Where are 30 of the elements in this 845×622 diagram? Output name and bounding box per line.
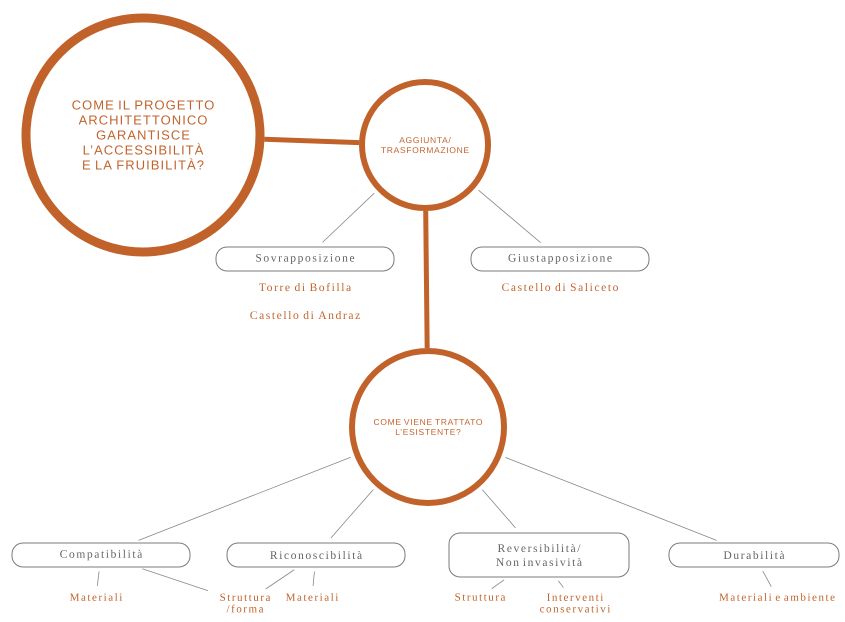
- connector-line: [478, 190, 542, 244]
- category-box: Sovrapposizione: [216, 246, 394, 272]
- connector-line: [482, 489, 516, 528]
- category-box: Reversibilità/ Non invasività: [448, 532, 630, 578]
- topic-text: Materiali e ambiente: [719, 593, 835, 601]
- topic-text: Struttura /forma: [220, 594, 270, 612]
- connector-line: [558, 580, 564, 588]
- connector-line: [330, 489, 374, 538]
- connector-line: [96, 571, 100, 586]
- category-box: Giustapposizione: [470, 246, 650, 272]
- connector-line: [504, 456, 717, 541]
- topic-text: Materiali: [70, 593, 122, 601]
- example-text: Castello di Saliceto: [502, 282, 618, 292]
- connector-line: [491, 579, 505, 590]
- connector-line: [138, 456, 352, 541]
- connector-line: [762, 570, 772, 588]
- connector-line: [312, 571, 315, 586]
- example-text: Castello di Andraz: [250, 310, 360, 320]
- topic-text: Struttura: [455, 593, 506, 601]
- example-text: Torre di Bofilla: [259, 282, 351, 292]
- connector-line: [142, 568, 209, 592]
- connector-line: [265, 569, 295, 590]
- category-box: Durabilità: [668, 542, 840, 568]
- category-box: Compatibilità: [12, 542, 190, 568]
- connector-line: [264, 136, 360, 146]
- category-box: Riconoscibilità: [226, 542, 406, 568]
- connector-line: [322, 192, 375, 243]
- connector-line: [423, 210, 430, 348]
- topic-text: Materiali: [286, 593, 338, 601]
- topic-text: Interventi conservativi: [540, 594, 610, 612]
